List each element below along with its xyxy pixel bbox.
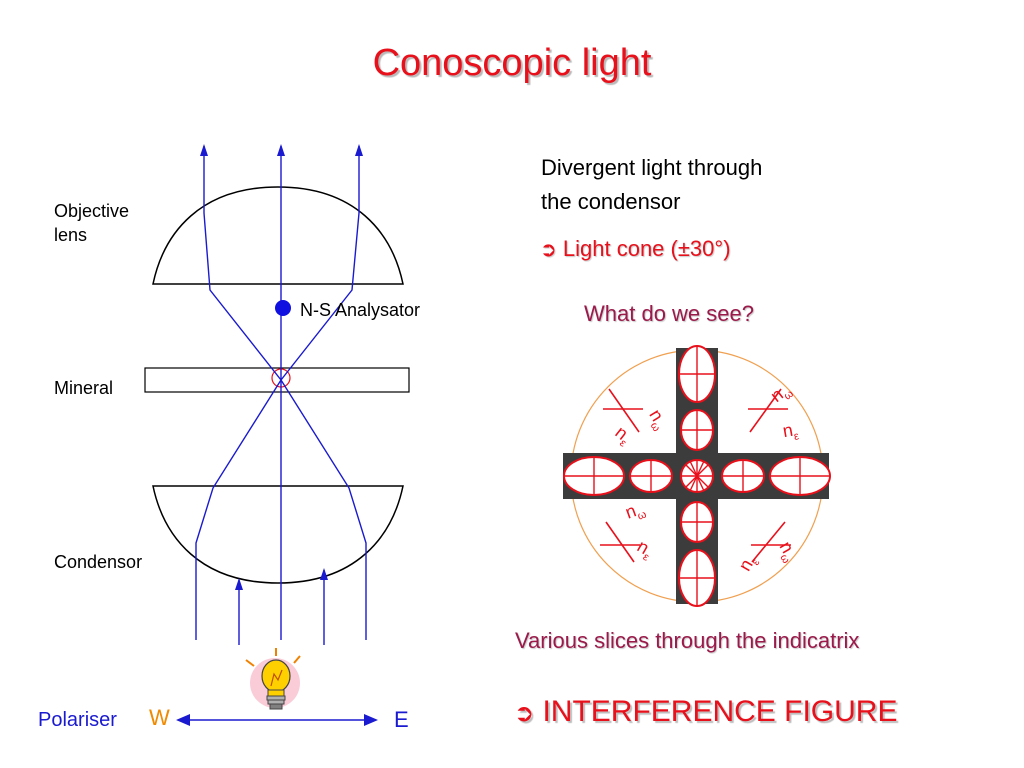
polariser-label: Polariser [38, 709, 117, 731]
mineral-label: Mineral [54, 378, 114, 398]
arrow-right-icon: ➲ [514, 699, 535, 727]
east-label: E [394, 707, 409, 732]
objective-lens [152, 186, 404, 285]
light-cone-text: ➲ Light cone (±30°) [540, 236, 731, 262]
slices-text: Various slices through the indicatrix [515, 628, 860, 653]
light-bulb-icon [245, 648, 301, 710]
question-text: What do we see? [584, 301, 754, 326]
mineral-slab [144, 367, 410, 393]
west-label: W [149, 705, 170, 730]
condensor-lens [152, 485, 404, 584]
analysator-dot [275, 300, 291, 316]
objective-lens-label: Objective lens [54, 201, 130, 245]
page-title: Conoscopic light [372, 42, 652, 84]
light-rays [195, 146, 367, 645]
interference-figure-label: INTERFERENCE FIGURE [542, 695, 898, 728]
analysator-label: N-S Analysator [300, 300, 421, 320]
condensor-label: Condensor [54, 552, 143, 572]
divergent-text-line2: the condensor [541, 189, 681, 214]
light-cone-label: Light cone (±30°) [562, 236, 731, 261]
interference-figure-text: ➲ INTERFERENCE FIGURE [514, 695, 897, 729]
divergent-text-line1: Divergent light through [541, 155, 763, 180]
arrow-right-icon: ➲ [540, 237, 557, 261]
